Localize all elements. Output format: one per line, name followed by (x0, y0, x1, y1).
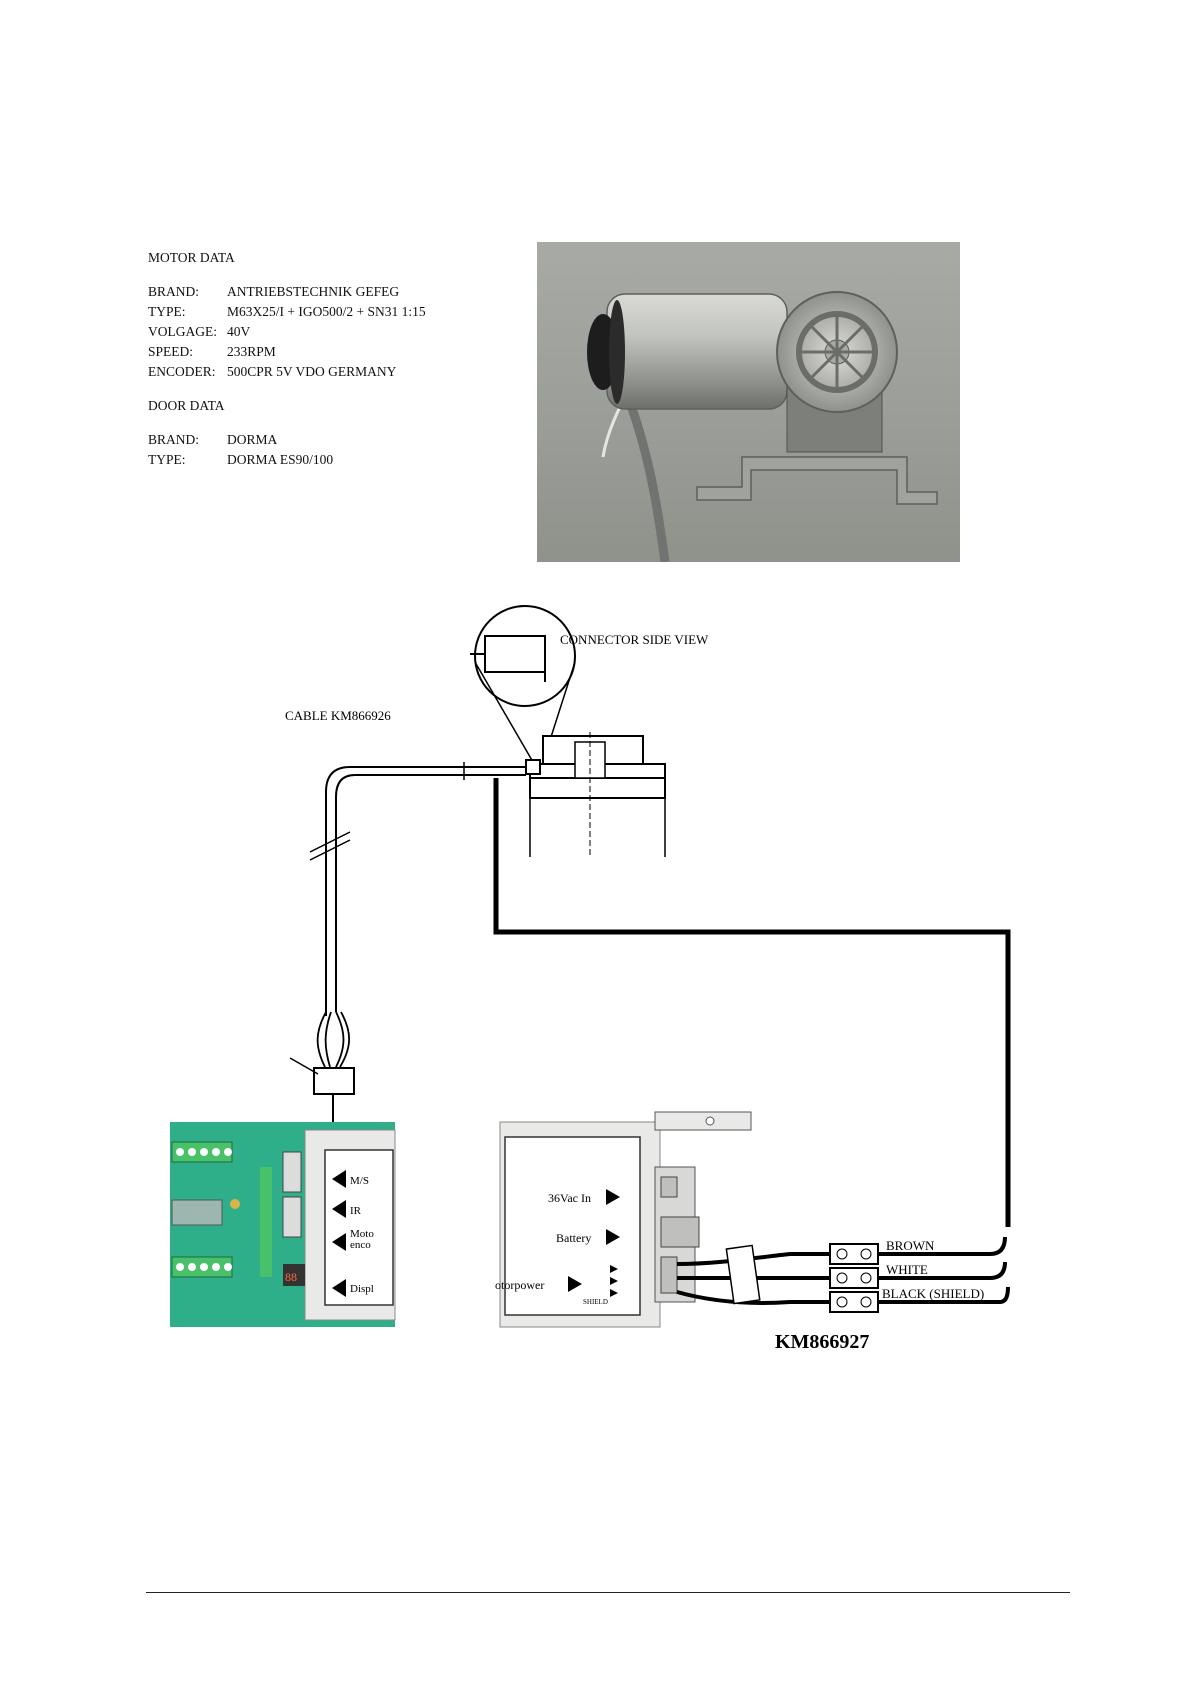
board-label-ir: IR (350, 1205, 362, 1217)
spec-row: BRAND: ANTRIEBSTECHNIK GEFEG (148, 282, 528, 302)
spec-row: SPEED: 233RPM (148, 342, 528, 362)
spec-label: BRAND: (148, 432, 200, 447)
motorpower-wires (676, 1244, 830, 1305)
board-label-display: Displ (350, 1283, 374, 1295)
wire-label-brown: BROWN (886, 1238, 935, 1253)
spec-block: MOTOR DATA BRAND: ANTRIEBSTECHNIK GEFEG … (148, 248, 528, 470)
board-label-shield: SHIELD (583, 1298, 608, 1306)
green-terminal-row-top (171, 1141, 233, 1163)
spec-value: 233RPM (227, 344, 276, 359)
spec-label: BRAND: (148, 284, 200, 299)
board-label-motorpower: otorpower (495, 1278, 544, 1292)
motor-drawing (525, 732, 666, 857)
spec-label: SPEED: (148, 344, 194, 359)
cable-label: CABLE KM866926 (285, 708, 391, 723)
motor-photo (537, 242, 960, 562)
motor-illustration (587, 291, 938, 562)
wire-label-black-shield: BLACK (SHIELD) (882, 1286, 984, 1301)
board-label-motor: Moto (350, 1228, 374, 1240)
spec-label: TYPE: (148, 304, 186, 319)
board-label-encoder: enco (350, 1239, 371, 1251)
motor-data-heading: MOTOR DATA (148, 250, 235, 265)
spec-value: ANTRIEBSTECHNIK GEFEG (227, 284, 400, 299)
spec-value: 40V (227, 324, 251, 339)
spec-label: VOLGAGE: (148, 324, 217, 339)
spec-row: TYPE: DORMA ES90/100 (148, 450, 528, 470)
wire-label-white: WHITE (886, 1262, 928, 1277)
spec-row: TYPE: M63X25/I + IGO500/2 + SN31 1:15 (148, 302, 528, 322)
spec-label: ENCODER: (148, 364, 216, 379)
left-controller-board: 88 M/S IR Moto enco Displ (170, 1122, 396, 1327)
spec-value: M63X25/I + IGO500/2 + SN31 1:15 (227, 304, 426, 319)
green-terminal-row-bottom (171, 1256, 233, 1278)
svg-text:88: 88 (285, 1270, 297, 1284)
connector-side-view-label: CONNECTOR SIDE VIEW (560, 632, 709, 647)
spec-value: DORMA ES90/100 (227, 452, 334, 467)
door-data-heading: DOOR DATA (148, 398, 225, 413)
connector-detail: CONNECTOR SIDE VIEW (470, 605, 709, 763)
spec-row: BRAND: DORMA (148, 430, 528, 450)
board-label-ms: M/S (350, 1175, 369, 1187)
spec-row: ENCODER: 500CPR 5V VDO GERMANY (148, 362, 528, 382)
terminal-blocks: BROWN WHITE BLACK (SHIELD) (829, 1236, 1010, 1313)
footer-rule (146, 1592, 1070, 1593)
spec-value: DORMA (227, 432, 278, 447)
right-controller-board: 36Vac In Battery otorpower SHIELD (495, 1111, 752, 1328)
spec-value: 500CPR 5V VDO GERMANY (227, 364, 397, 379)
board-label-36vac: 36Vac In (548, 1191, 591, 1205)
board-label-battery: Battery (556, 1231, 591, 1245)
spec-row: VOLGAGE: 40V (148, 322, 528, 342)
spec-label: TYPE: (148, 452, 186, 467)
part-number-label: KM866927 (775, 1331, 869, 1353)
wiring-diagram: CONNECTOR SIDE VIEW CABLE KM866926 (170, 605, 1011, 1353)
